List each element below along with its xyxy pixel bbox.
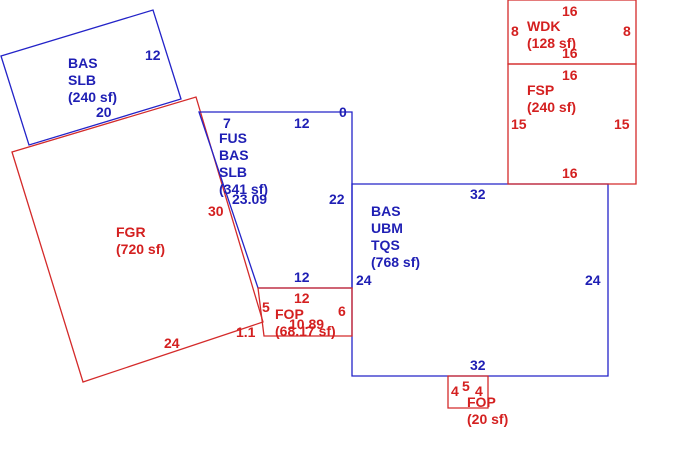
area-code: FUS: [219, 130, 247, 146]
fop-mid-label: FOP (68.17 sf): [275, 306, 336, 339]
red-dimensions: 30 24 1.1 16 8 8 16 16 15 15 16 12 5 6 1…: [164, 3, 631, 399]
dimension-label: 15: [614, 116, 630, 132]
dimension-label: 23.09: [232, 191, 267, 207]
area-code: BAS: [371, 203, 401, 219]
dimension-label: 16: [562, 45, 578, 61]
dimension-label: 16: [562, 67, 578, 83]
blue-dimensions: 12 20 7 12 0 23.09 22 12 32 24 24 32: [96, 47, 601, 373]
dimension-label: 12: [294, 115, 310, 131]
dimension-label: 22: [329, 191, 345, 207]
fop-small-outline: [447, 375, 489, 409]
area-code: FOP: [275, 306, 304, 322]
dimension-label: 7: [223, 115, 231, 131]
area-code: UBM: [371, 220, 403, 236]
dimension-label: 30: [208, 203, 224, 219]
bas-slb-top-label: BAS SLB (240 sf): [68, 55, 117, 105]
fop-mid-outline: [257, 287, 353, 337]
dimension-label: 10.89: [289, 316, 324, 332]
area-code: BAS: [68, 55, 98, 71]
dimension-label: 16: [562, 165, 578, 181]
area-size: (240 sf): [527, 99, 576, 115]
dimension-label: 12: [145, 47, 161, 63]
area-code: FGR: [116, 224, 146, 240]
area-code: WDK: [527, 18, 560, 34]
bas-ubm-tqs-label: BAS UBM TQS (768 sf): [371, 203, 420, 270]
area-code: BAS: [219, 147, 249, 163]
dimension-label: 12: [294, 269, 310, 285]
area-code: SLB: [68, 72, 96, 88]
area-code: TQS: [371, 237, 400, 253]
dimension-label: 15: [511, 116, 527, 132]
bas-slb-top-outline: [0, 9, 182, 146]
wdk-label: WDK (128 sf): [527, 18, 576, 51]
fsp-label: FSP (240 sf): [527, 82, 576, 115]
area-size: (68.17 sf): [275, 323, 336, 339]
dimension-label: 12: [294, 290, 310, 306]
area-size: (240 sf): [68, 89, 117, 105]
area-code: SLB: [219, 164, 247, 180]
dimension-label: 32: [470, 186, 486, 202]
area-size: (768 sf): [371, 254, 420, 270]
dimension-label: 8: [623, 23, 631, 39]
area-size: (20 sf): [467, 411, 508, 427]
dimension-label: 8: [511, 23, 519, 39]
area-size: (720 sf): [116, 241, 165, 257]
fgr-outline: [11, 96, 264, 383]
fsp-outline: [507, 63, 637, 185]
dimension-label: 4: [475, 383, 483, 399]
fus-bas-slb-label: FUS BAS SLB (341 sf): [219, 130, 268, 197]
dimension-label: 20: [96, 104, 112, 120]
dimension-label: 4: [451, 383, 459, 399]
dimension-label: 24: [585, 272, 601, 288]
dimension-label: 32: [470, 357, 486, 373]
dimension-label: 24: [356, 272, 372, 288]
dimension-label: 1.1: [236, 324, 256, 340]
dimension-label: 16: [562, 3, 578, 19]
dimension-label: 5: [462, 378, 470, 394]
dimension-label: 0: [339, 104, 347, 120]
fop-small-label: FOP (20 sf): [467, 394, 508, 427]
dimension-label: 6: [338, 303, 346, 319]
area-code: FOP: [467, 394, 496, 410]
dimension-label: 24: [164, 335, 180, 351]
area-size: (341 sf): [219, 181, 268, 197]
fgr-label: FGR (720 sf): [116, 224, 165, 257]
dimension-label: 5: [262, 299, 270, 315]
area-code: FSP: [527, 82, 554, 98]
area-size: (128 sf): [527, 35, 576, 51]
